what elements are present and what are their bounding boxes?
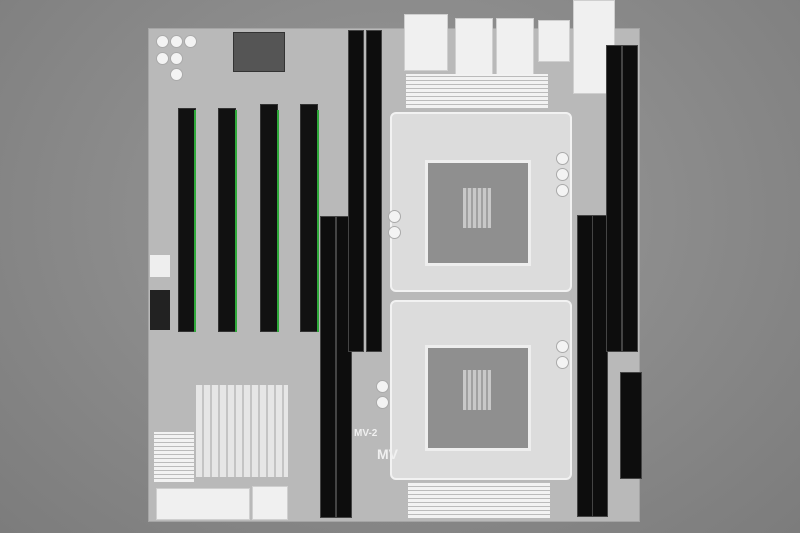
io-port-usb	[538, 20, 570, 62]
pcie-connector	[408, 482, 550, 518]
capacitor	[376, 380, 389, 393]
dimm-slot	[366, 30, 382, 352]
capacitor	[556, 152, 569, 165]
chipset-heatsink	[196, 385, 288, 477]
capacitor	[556, 184, 569, 197]
pcie-slot	[218, 108, 236, 332]
capacitor	[556, 340, 569, 353]
sata-connector	[252, 486, 288, 520]
slot-accent-line	[235, 110, 237, 332]
capacitor	[156, 52, 169, 65]
capacitor	[388, 226, 401, 239]
capacitor	[376, 396, 389, 409]
socket-pins	[463, 370, 491, 410]
sata-connector	[156, 488, 250, 520]
slot-accent-line	[277, 110, 279, 332]
dimm-slot	[320, 216, 336, 518]
capacitor	[556, 356, 569, 369]
capacitor	[156, 35, 169, 48]
capacitor	[170, 68, 183, 81]
capacitor	[170, 35, 183, 48]
chip	[233, 32, 285, 72]
header-connector	[150, 290, 170, 330]
atx-power-connector	[620, 372, 642, 479]
capacitor	[170, 52, 183, 65]
capacitor	[388, 210, 401, 223]
pcie-connector	[406, 74, 548, 108]
io-port-usb	[404, 14, 448, 71]
slot-accent-line	[317, 110, 319, 332]
pcie-slot	[300, 104, 318, 332]
dimm-slot	[622, 45, 638, 352]
dimm-slot	[348, 30, 364, 352]
silkscreen-model: MV-2	[354, 428, 378, 439]
dimm-slot	[606, 45, 622, 352]
silkscreen-logo: MV	[377, 446, 398, 462]
dimm-slot	[577, 215, 593, 517]
header-connector	[154, 432, 194, 482]
slot-accent-line	[194, 110, 196, 332]
socket-pins	[463, 188, 491, 228]
header-connector	[150, 255, 170, 277]
capacitor	[556, 168, 569, 181]
dimm-slot	[592, 215, 608, 517]
io-port-lan	[496, 18, 534, 75]
capacitor	[184, 35, 197, 48]
pcie-slot	[260, 104, 278, 332]
io-port-lan	[455, 18, 493, 75]
